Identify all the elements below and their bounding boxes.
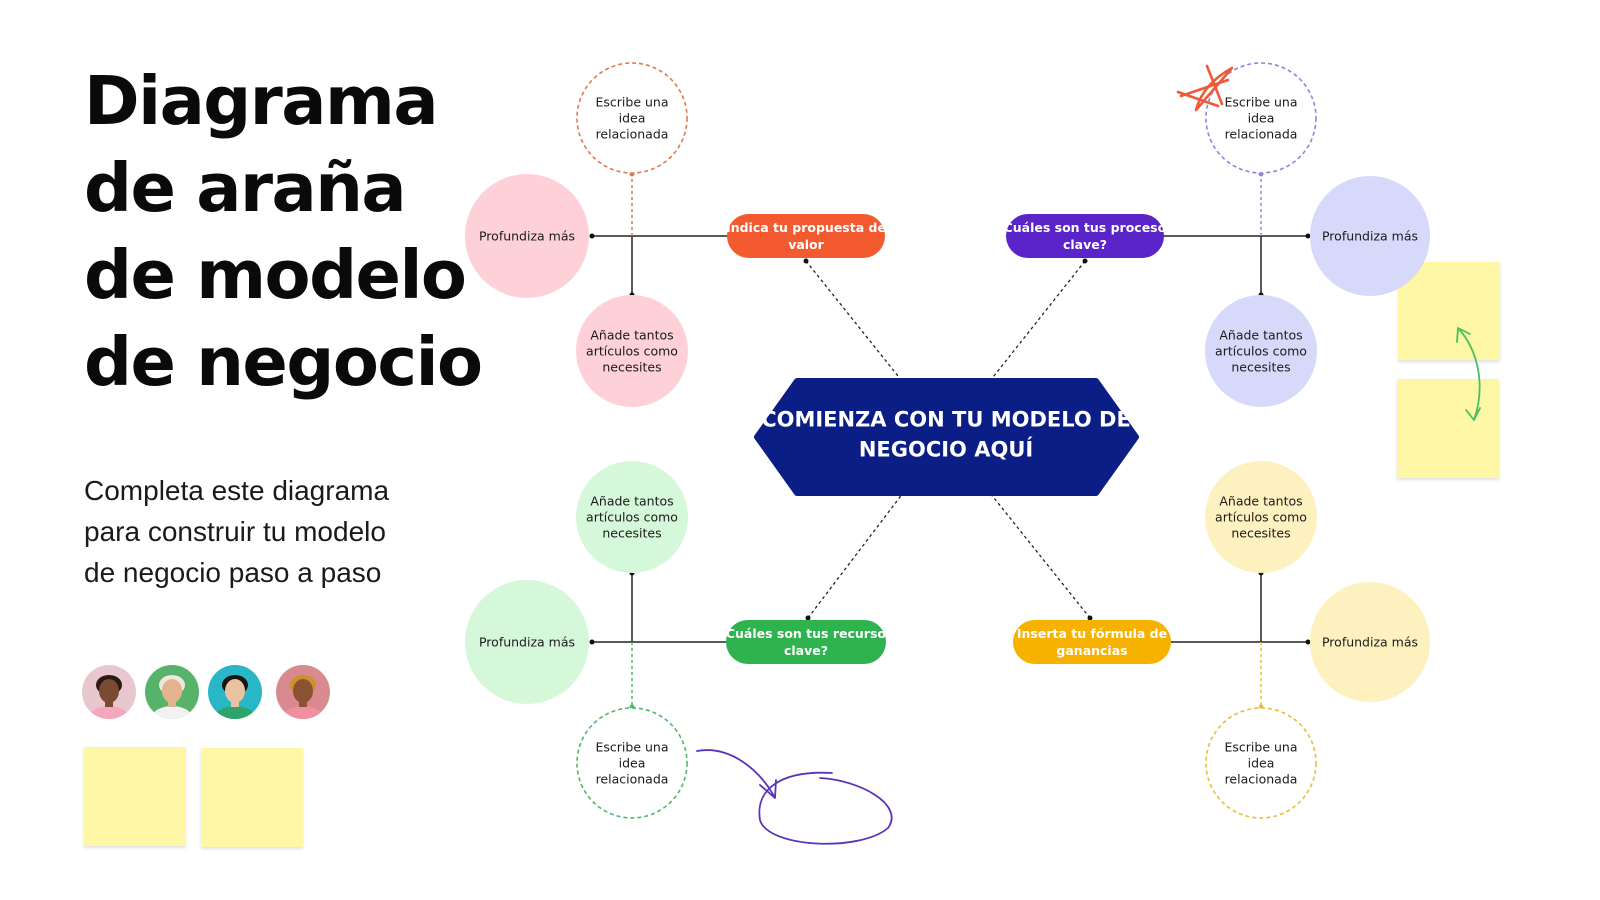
- idea-node-circle: [576, 707, 688, 819]
- avatar-3: [208, 665, 262, 719]
- deep-node-circle: [465, 580, 589, 704]
- subtitle-line: Completa este diagrama: [84, 475, 390, 506]
- idea-node-circle: [1205, 62, 1317, 174]
- deep-node-label[interactable]: Profundiza más: [1322, 635, 1418, 650]
- connector-dot: [803, 258, 809, 264]
- connector-dot: [589, 639, 595, 645]
- deep-node-label[interactable]: Profundiza más: [479, 635, 575, 650]
- center-node: [754, 378, 1139, 496]
- branch-tl: Profundiza más: [465, 62, 903, 407]
- branch-pill: [1006, 214, 1164, 258]
- page-title-line: de araña: [84, 149, 407, 227]
- connector-to-center: [989, 492, 1091, 619]
- items-node-circle: [576, 295, 688, 407]
- idea-node-circle: [576, 62, 688, 174]
- connector-dot: [1087, 615, 1093, 621]
- page-title-line: de modelo: [84, 236, 467, 314]
- avatar-4: [276, 665, 330, 719]
- deep-node-circle: [1310, 176, 1430, 296]
- sticky-note[interactable]: [84, 747, 186, 846]
- branch-bl: Profundiza más: [465, 461, 904, 819]
- star-doodle: [1176, 64, 1234, 112]
- subtitle-line: de negocio paso a paso: [84, 557, 382, 588]
- sticky-note[interactable]: [1397, 379, 1499, 478]
- connector-to-center: [807, 492, 904, 619]
- deep-node-label[interactable]: Profundiza más: [1322, 229, 1418, 244]
- subtitle-line: para construir tu modelo: [84, 516, 386, 547]
- avatar-1: [82, 665, 136, 719]
- deep-node-circle: [1310, 582, 1430, 702]
- connector-dot: [805, 615, 811, 621]
- items-node-circle: [576, 461, 688, 573]
- items-node-circle: [1205, 461, 1317, 573]
- page-subtitle: Completa este diagrama para construir tu …: [84, 470, 444, 593]
- deep-node-circle: [465, 174, 589, 298]
- deep-node-label[interactable]: Profundiza más: [479, 229, 575, 244]
- branch-pill: [1013, 620, 1171, 664]
- connector-dot: [589, 233, 595, 239]
- avatar-2: [145, 665, 199, 719]
- page-title-line: Diagrama: [84, 62, 439, 140]
- page-title-line: de negocio: [84, 323, 483, 401]
- sticky-note[interactable]: [201, 748, 303, 847]
- sticky-note[interactable]: [1398, 262, 1500, 360]
- connector-to-center: [989, 260, 1086, 382]
- connector-dot: [1305, 233, 1311, 239]
- connector-dot: [1305, 639, 1311, 645]
- items-node-circle: [1205, 295, 1317, 407]
- double-arrow-doodle: [1456, 327, 1481, 421]
- branch-br: Profundiza más: [989, 461, 1430, 819]
- connector-dot: [1082, 258, 1088, 264]
- branch-pill: [726, 620, 886, 664]
- center-hexagon: [754, 378, 1139, 496]
- page-title: Diagrama de araña de modelo de negocio: [84, 58, 483, 406]
- swirl-arrow-doodle: [696, 749, 893, 845]
- idea-node-circle: [1205, 707, 1317, 819]
- branch-tr: Profundiza más: [989, 62, 1430, 407]
- branch-pill: [727, 214, 885, 258]
- connector-to-center: [805, 260, 903, 382]
